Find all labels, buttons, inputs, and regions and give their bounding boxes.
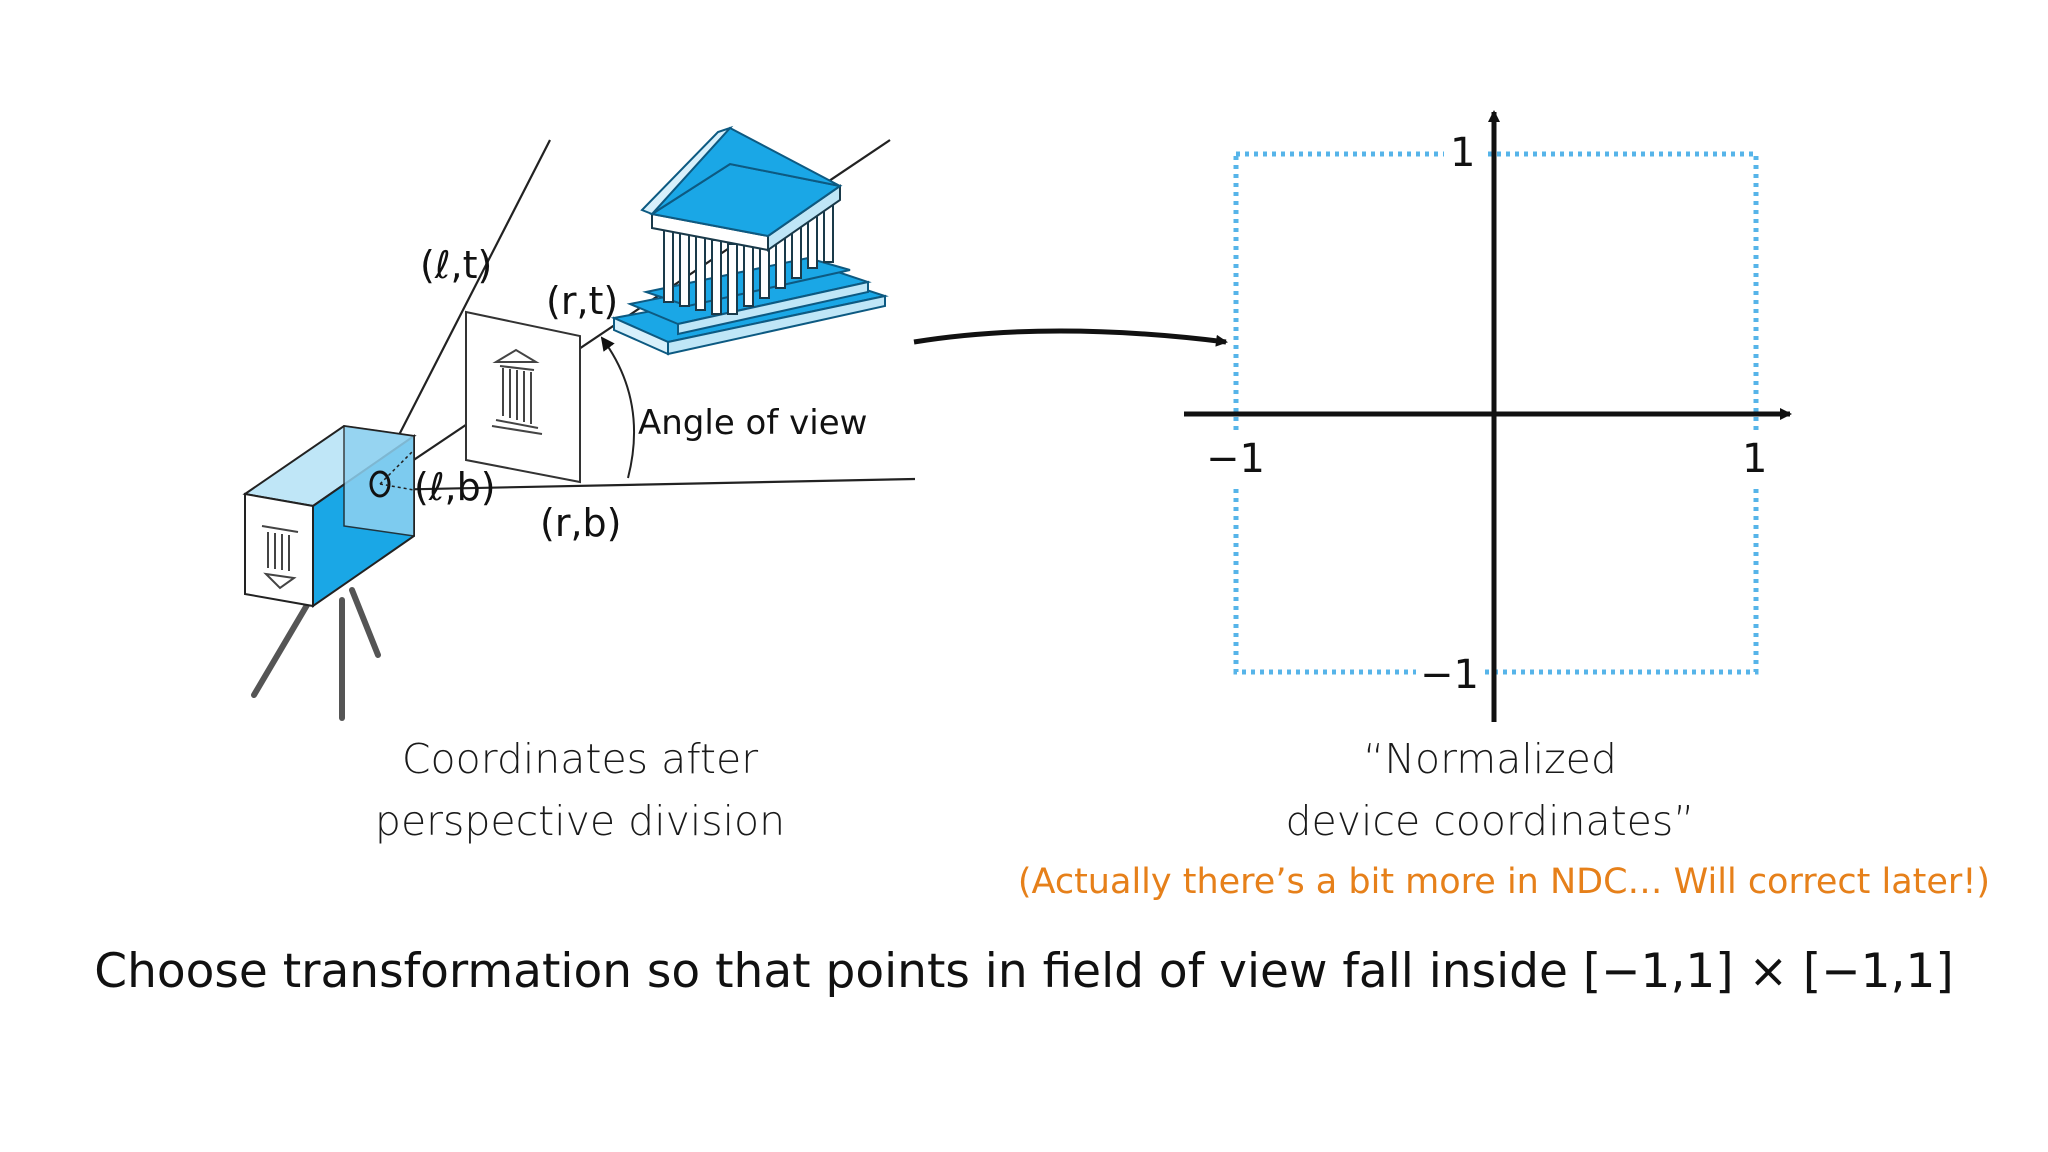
x-max-label: 1 — [1742, 436, 1767, 482]
x-min-label: −1 — [1206, 436, 1265, 482]
pinhole — [369, 470, 391, 498]
ray-bottom — [377, 477, 916, 492]
camera-back-temple-icon — [261, 525, 299, 590]
ndc-caption-line2: device coordinates” — [1285, 797, 1695, 845]
curved-arrow-icon — [913, 328, 1228, 347]
image-plane — [465, 310, 581, 484]
camera-caption-line1: Coordinates after — [401, 735, 759, 783]
camera-frustum-diagram: (ℓ,t) (r,t) (ℓ,b) (r,b) Angle of view — [242, 125, 916, 721]
camera-back — [244, 492, 314, 608]
main-statement: Choose transformation so that points in … — [94, 944, 1954, 999]
camera-caption-line2: perspective division — [374, 797, 786, 845]
camera-caption: Coordinates after perspective division — [300, 728, 860, 852]
label-rb: (r,b) — [540, 501, 621, 545]
label-angle-of-view: Angle of view — [638, 403, 867, 443]
plane-temple-icon — [491, 348, 543, 435]
y-min-label: −1 — [1420, 652, 1479, 698]
camera-inner — [343, 425, 415, 537]
temple-icon — [610, 125, 889, 356]
y-max-label: 1 — [1450, 130, 1475, 176]
angle-of-view-arc — [600, 336, 636, 479]
ray-top-left — [377, 139, 551, 477]
tripod — [251, 587, 381, 721]
label-rt: (r,t) — [546, 279, 618, 323]
camera-icon — [242, 424, 417, 721]
ndc-caption: “Normalized device coordinates” — [1210, 728, 1770, 852]
ndc-caption-line1: “Normalized — [1363, 735, 1617, 783]
ndc-note: (Actually there’s a bit more in NDC… Wil… — [1017, 862, 1990, 902]
ndc-diagram: −1 1 1 −1 — [1184, 110, 1792, 722]
temple-columns — [663, 193, 834, 315]
label-lt: (ℓ,t) — [420, 243, 492, 287]
label-lb: (ℓ,b) — [414, 465, 496, 509]
